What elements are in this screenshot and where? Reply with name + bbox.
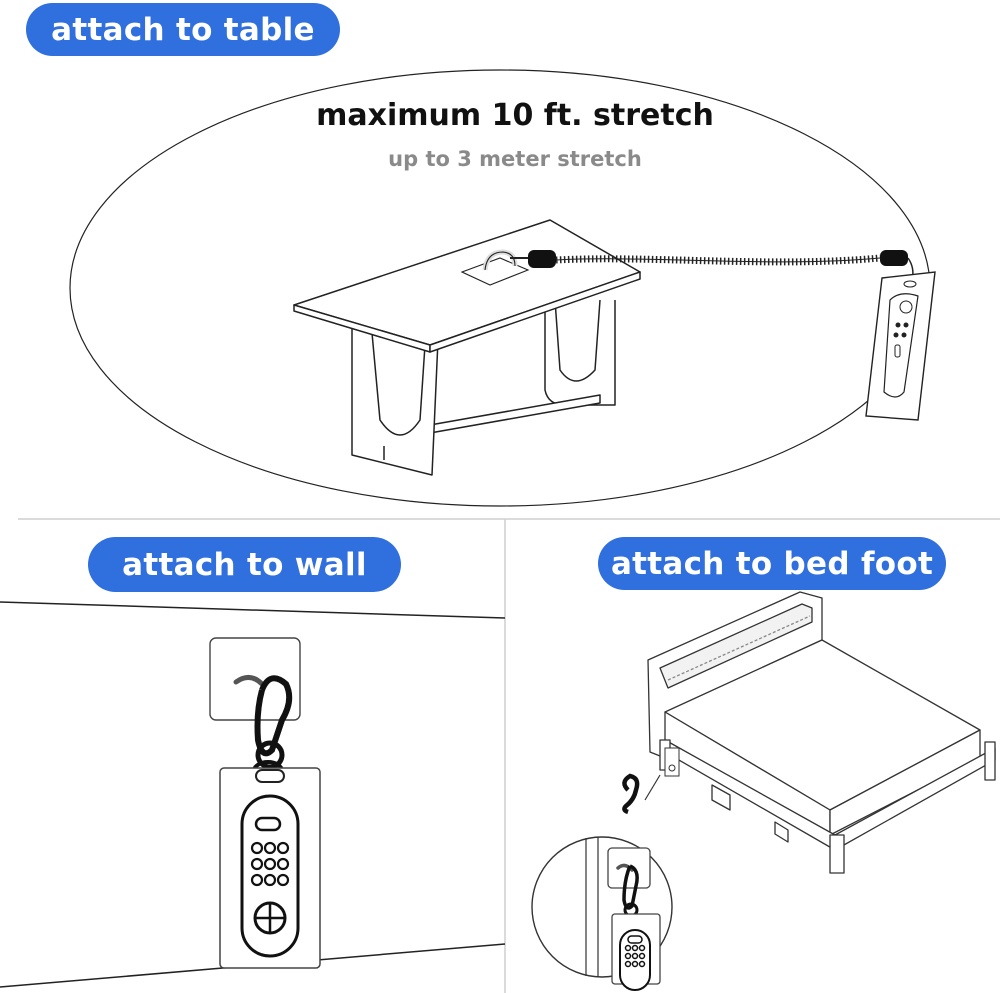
wall-edge-top	[0, 601, 506, 619]
zoom-detail	[531, 836, 673, 991]
small-remote	[664, 747, 680, 777]
label-attach-to-wall: attach to wall	[88, 537, 401, 592]
label-attach-to-table: attach to table	[26, 3, 340, 56]
stretch-headline: maximum 10 ft. stretch	[316, 98, 714, 133]
clip-icon	[622, 773, 640, 815]
remote-in-sleeve	[865, 271, 936, 421]
remote-in-sleeve	[219, 767, 321, 969]
bed-illustration	[647, 591, 996, 874]
bed-section-art	[531, 591, 996, 991]
stretch-subheadline: up to 3 meter stretch	[388, 147, 642, 171]
table-section-art	[69, 69, 936, 507]
coiled-cord	[510, 250, 914, 281]
adhesive-mount	[460, 249, 530, 286]
label-attach-to-bed-foot: attach to bed foot	[598, 537, 946, 590]
adhesive-hook	[209, 637, 301, 721]
wall-section-art	[0, 601, 506, 988]
